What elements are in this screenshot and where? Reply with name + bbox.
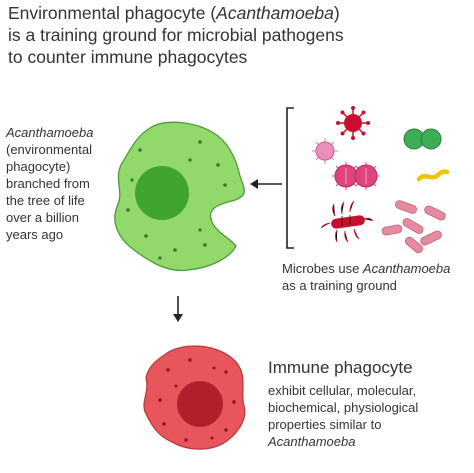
diagram-title: Environmental phagocyte (Acanthamoeba) i… [8,2,468,68]
immune-phagocyte-icon [143,345,246,450]
virus-icon [336,106,370,140]
immune-phagocyte-title: Immune phagocyte [268,358,413,377]
immune-desc-line: exhibit cellular, molecular, [268,383,417,398]
title-prefix: Environmental phagocyte ( [8,3,217,23]
caption-line: the tree of life [6,193,85,208]
caption-line: branched from [6,176,90,191]
immune-desc-line: biochemical, physiological [268,400,419,415]
acanthamoeba-caption: Acanthamoeba (environmental phagocyte) b… [6,124,108,243]
amoeba-granules [126,140,227,260]
title-line-3: to counter immune phagocytes [8,47,248,67]
bracket-icon [286,107,294,249]
microbes-caption-line-2: as a training ground [282,278,397,293]
diplococcus-icon [403,128,442,150]
title-acanthamoeba: Acanthamoeba [216,3,334,23]
immune-phagocyte-description: exhibit cellular, molecular, biochemical… [268,382,474,450]
caption-italic: Acanthamoeba [6,125,94,140]
amoeba-cell-icon [114,121,245,272]
title-line-2: is a training ground for microbial patho… [8,25,344,45]
immune-granules [158,358,236,442]
flagellated-bacterium-icon [320,200,374,243]
pink-diplococcus-icon [332,162,380,190]
title-line-1: Environmental phagocyte (Acanthamoeba) [8,2,468,24]
rod-bacteria-icon [381,200,446,254]
caption-line: (environmental [6,142,92,157]
caption-line: over a billion [6,210,79,225]
immune-desc-italic: Acanthamoeba [268,434,356,449]
microbes-caption: Microbes use Acanthamoeba as a training … [282,260,472,294]
spirillum-icon [416,169,450,182]
small-coccus-icon [312,138,338,164]
arrow-left-icon [250,179,282,189]
microbes-caption-line-1: Microbes use Acanthamoeba [282,261,450,276]
caption-line: years ago [6,227,64,242]
caption-line: phagocyte) [6,159,71,174]
title-suffix: ) [333,3,340,23]
microbes-caption-italic: Acanthamoeba [362,261,451,276]
arrow-down-icon [173,296,183,322]
microbes-caption-prefix: Microbes use [282,261,363,276]
immune-desc-line: properties similar to [268,417,382,432]
